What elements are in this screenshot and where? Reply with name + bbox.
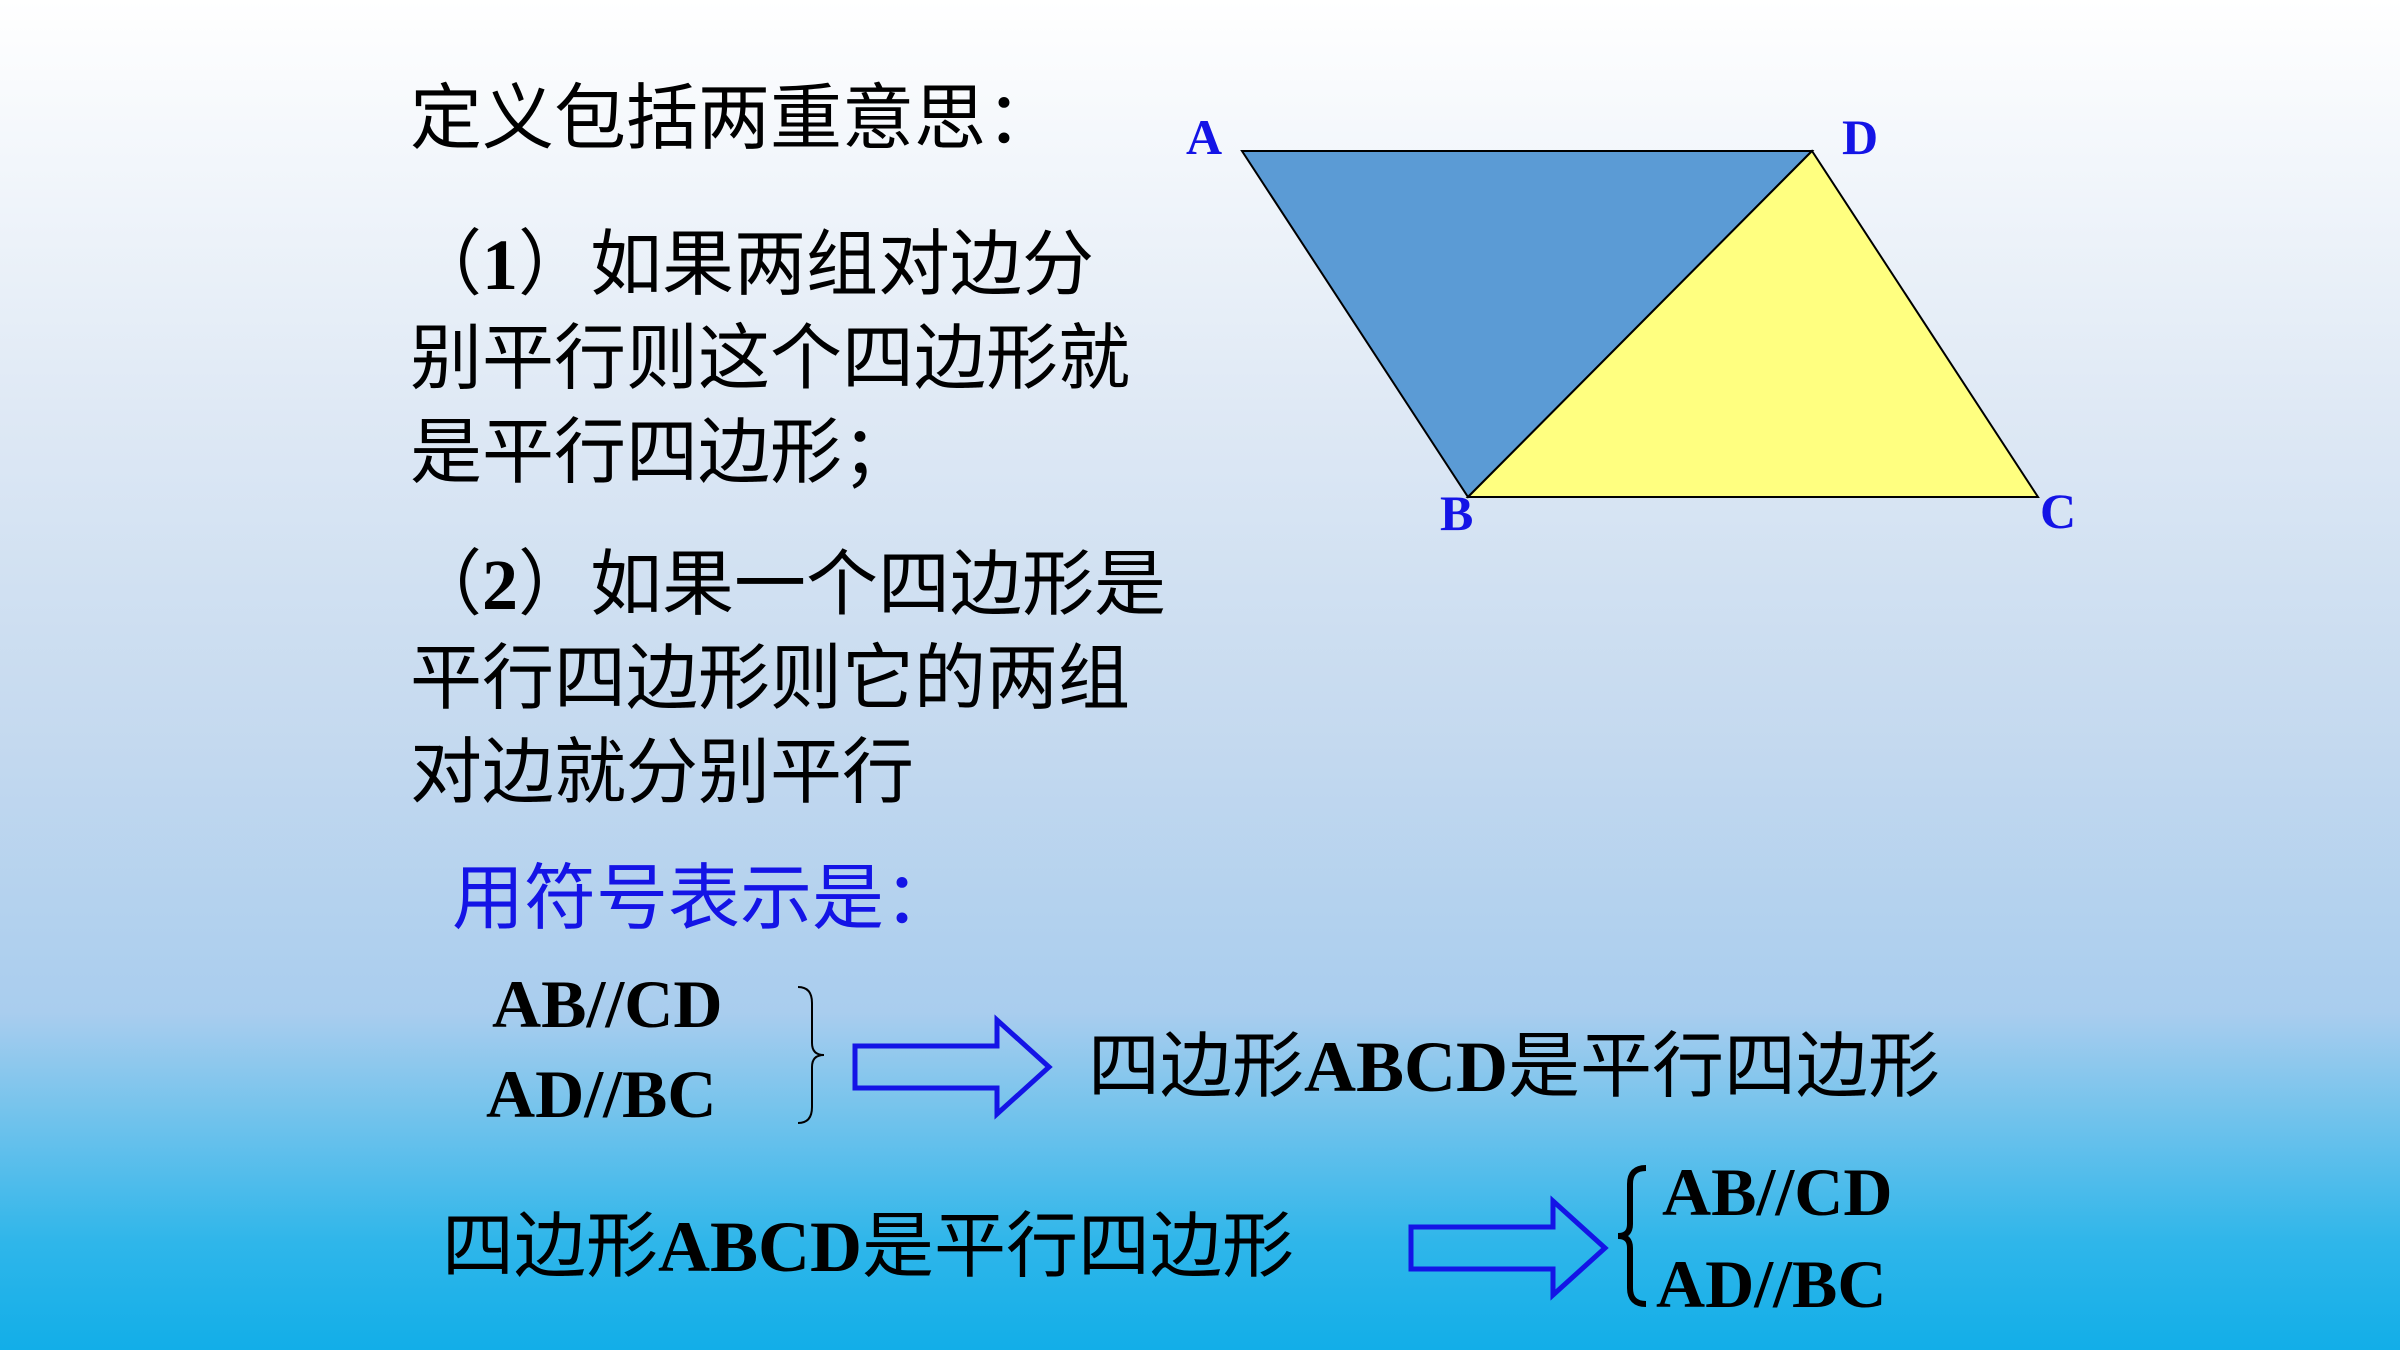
- conclusion-ab-cd: AB//CD: [1662, 1154, 1893, 1230]
- vertex-d-label: D: [1842, 109, 1879, 165]
- implies-arrow-icon: [852, 1014, 1053, 1120]
- vertex-c-label: C: [2040, 483, 2077, 539]
- result-statement: 四边形ABCD是平行四边形: [1088, 1030, 1940, 1103]
- point1-line3: 是平行四边形；: [410, 410, 915, 494]
- point1-text1: 如果两组对边分: [590, 222, 1095, 306]
- vertex-a-label: A: [1186, 109, 1223, 165]
- vertex-b-label: B: [1440, 485, 1474, 541]
- point1-line2: 别平行则这个四边形就: [410, 316, 1131, 400]
- point2-text1: 如果一个四边形是: [590, 542, 1167, 626]
- implies-arrow-icon: [1408, 1195, 1609, 1301]
- point2-line3: 对边就分别平行: [410, 730, 915, 814]
- definition-heading: 定义包括两重意思：: [410, 76, 1059, 160]
- condition-ab-cd: AB//CD: [492, 966, 723, 1042]
- point1-line1: （1）如果两组对边分: [410, 222, 1095, 306]
- result-name: ABCD: [1304, 1027, 1509, 1107]
- result-suffix: 是平行四边形: [1508, 1024, 1941, 1108]
- point2-line2: 平行四边形则它的两组: [410, 636, 1131, 720]
- triangle-bcd: [1465, 149, 2040, 498]
- point2-number: 2: [482, 545, 519, 625]
- symbolic-heading: 用符号表示是：: [452, 856, 957, 940]
- result-prefix: 四边形: [1088, 1024, 1305, 1108]
- point1-number: 1: [482, 225, 519, 305]
- condition-ad-bc: AD//BC: [486, 1056, 717, 1132]
- point2-line1: （2）如果一个四边形是: [410, 542, 1167, 626]
- premise-name: ABCD: [658, 1207, 863, 1287]
- right-brace-icon: [797, 986, 825, 1124]
- premise-suffix: 是平行四边形: [862, 1204, 1295, 1288]
- left-brace-icon: [1617, 1165, 1647, 1307]
- conclusion-ad-bc: AD//BC: [1656, 1246, 1887, 1322]
- premise-statement: 四边形ABCD是平行四边形: [442, 1210, 1294, 1283]
- premise-prefix: 四边形: [442, 1204, 659, 1288]
